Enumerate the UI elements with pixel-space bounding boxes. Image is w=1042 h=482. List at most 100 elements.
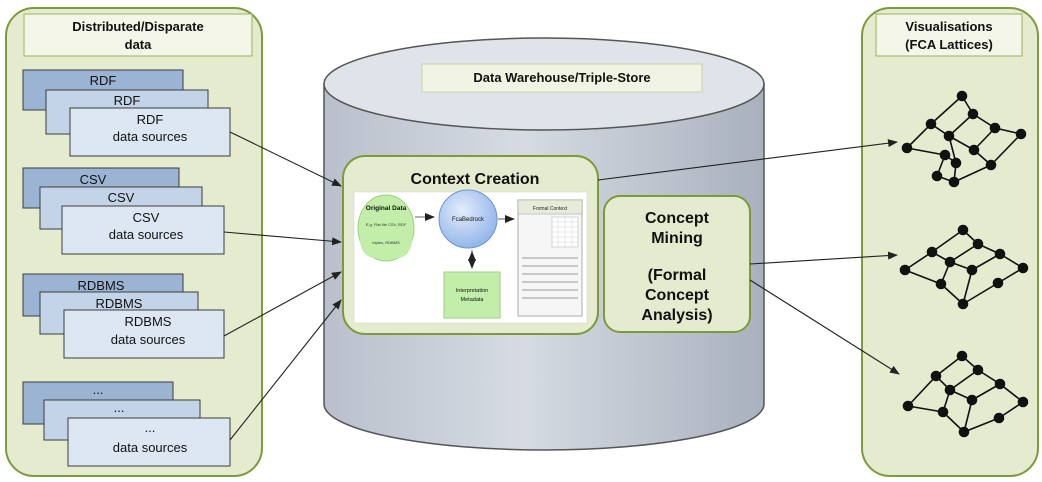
lattice-node [956, 350, 968, 362]
source-box-middle-label: CSV [108, 190, 135, 205]
lattice-node [930, 370, 942, 382]
concept-mining-line4: Concept [645, 287, 710, 304]
source-box-front [63, 309, 225, 359]
arrow-rdbms-to-context [223, 271, 342, 337]
lattice-node [925, 118, 937, 130]
right-panel-title: Visualisations [905, 19, 992, 34]
arrow-mining-to-lattice-2 [749, 251, 898, 265]
lattice-node [994, 378, 1006, 390]
source-box-back-label: RDF [90, 73, 117, 88]
lattice-node [943, 130, 955, 142]
concept-mining-line2: Mining [651, 230, 703, 247]
context-creation-title: Context Creation [411, 171, 540, 188]
lattice-node [994, 248, 1006, 260]
lattice-node [966, 394, 978, 406]
original-data-title: Original Data [366, 205, 407, 212]
formal-context-table-rows [522, 257, 578, 299]
left-panel-title: Distributed/Disparate [72, 19, 203, 34]
source-box-front [67, 417, 231, 467]
lattice-node [966, 264, 978, 276]
lattice-node [957, 298, 969, 310]
fcabedrock-circle [438, 189, 498, 249]
source-box-front-sublabel: data sources [109, 227, 184, 242]
interpretation-metadata-box [443, 271, 501, 319]
lattice-node [958, 426, 970, 438]
source-box-front-sublabel: data sources [113, 129, 188, 144]
lattice-node [931, 170, 943, 182]
source-box-back-label: RDBMS [78, 278, 125, 293]
left-panel: Distributed/Disparate data RDF RDF RDF d… [5, 7, 263, 477]
lattice-node [902, 400, 914, 412]
lattice-node [993, 412, 1005, 424]
lattice-edges [907, 355, 1024, 433]
source-box-middle-label: RDF [114, 93, 141, 108]
source-group-other: ... ... ... data sources [22, 381, 231, 467]
formal-context-grid-lines [552, 217, 578, 247]
source-box-front-label: ... [145, 420, 156, 435]
source-box-middle-label: ... [114, 400, 125, 415]
warehouse-title-box [421, 63, 703, 93]
fcabedrock-label: FcaBedrock [452, 217, 485, 223]
lattice-node [899, 264, 911, 276]
concept-mining-panel: Concept Mining (Formal Concept Analysis) [603, 195, 751, 333]
lattice-edges [904, 229, 1024, 305]
lattice-node [957, 224, 969, 236]
right-panel-background [861, 7, 1039, 477]
lattice-node [985, 159, 997, 171]
arrow-rdf-to-context [229, 131, 342, 187]
lattice-node [944, 256, 956, 268]
source-box-front-sublabel: data sources [113, 440, 188, 455]
lattice-node [956, 90, 968, 102]
original-data-line2: triples, RDBMS [372, 240, 400, 245]
lattice-node [935, 278, 947, 290]
source-box-front [61, 205, 225, 255]
original-data-line1: E.g. Flat file CSV, RDF [366, 222, 407, 227]
right-panel: Visualisations (FCA Lattices) [861, 7, 1039, 477]
lattice-node [967, 108, 979, 120]
left-panel-title-box [23, 13, 253, 57]
source-group-rdbms: RDBMS RDBMS RDBMS data sources [22, 273, 225, 359]
arrow-mining-to-lattice-3 [749, 279, 900, 375]
lattice-node [968, 144, 980, 156]
concept-mining-line3: (Formal [648, 267, 707, 284]
left-panel-title-line2: data [125, 37, 153, 52]
lattice-node [901, 142, 913, 154]
cloud-puff [384, 222, 412, 258]
interpretation-metadata-line1: Interpretation [456, 288, 488, 294]
formal-context-thumbnail: Formal Context [517, 199, 583, 317]
arrow-csv-to-context [223, 231, 342, 246]
concept-mining-line1: Concept [645, 210, 710, 227]
lattice-node [992, 277, 1004, 289]
lattice-1 [901, 90, 1027, 188]
source-box-back-label: ... [93, 382, 104, 397]
lattice-3 [902, 350, 1029, 438]
lattice-node [950, 157, 962, 169]
lattice-node [1017, 396, 1029, 408]
warehouse-title: Data Warehouse/Triple-Store [473, 70, 650, 85]
lattice-node [948, 176, 960, 188]
lattice-node [937, 406, 949, 418]
lattice-node [939, 149, 951, 161]
original-data-cloud: Original Data E.g. Flat file CSV, RDF tr… [357, 194, 415, 262]
lattice-node [972, 238, 984, 250]
lattice-node [972, 364, 984, 376]
source-box-middle-label: RDBMS [96, 296, 143, 311]
context-creation-panel: Context Creation Original Data E.g. Flat… [342, 155, 599, 335]
lattice-2 [899, 224, 1029, 310]
source-box-front-sublabel: data sources [111, 332, 186, 347]
lattice-edges [906, 95, 1022, 183]
source-box-front-label: RDF [137, 112, 164, 127]
source-box-back-label: CSV [80, 172, 107, 187]
right-panel-title-line2: (FCA Lattices) [905, 37, 993, 52]
lattice-node [1017, 262, 1029, 274]
interpretation-metadata-line2: Metadata [461, 297, 485, 303]
lattice-node [944, 384, 956, 396]
cloud-puff [360, 222, 388, 258]
source-box-front-label: RDBMS [125, 314, 172, 329]
formal-context-label: Formal Context [533, 206, 568, 212]
formal-context-header [517, 199, 583, 215]
right-panel-title-box [875, 13, 1023, 57]
arrow-other-to-context [229, 299, 342, 441]
lattice-node [926, 246, 938, 258]
